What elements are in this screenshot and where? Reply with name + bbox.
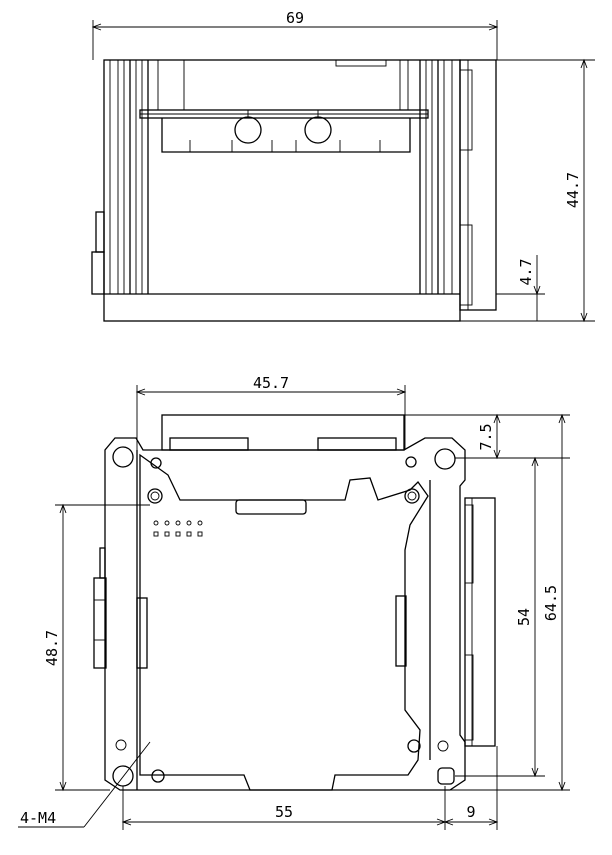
dimension-width-top: 69	[91, 9, 499, 60]
top-connector-band	[161, 414, 405, 451]
dimension-hole-spacing-vertical-label: 54	[515, 608, 533, 626]
corner-hole-top-left	[112, 446, 134, 468]
dimension-top-width-label: 45.7	[253, 374, 289, 392]
left-side-connector	[93, 547, 107, 669]
dimension-top-offset-label: 7.5	[477, 423, 495, 450]
top-view: 69	[91, 9, 595, 323]
dimension-right-offset-label: 9	[466, 803, 475, 821]
connector-circle-left	[234, 116, 262, 144]
dimension-left-height: 48.7	[43, 503, 150, 792]
dimension-height-top: 44.7	[460, 58, 595, 323]
top-view-body	[91, 59, 497, 322]
pcb-board	[136, 453, 429, 791]
dimension-top-width: 45.7	[135, 374, 407, 510]
dimension-hole-spacing-horizontal-label: 55	[275, 803, 293, 821]
dimension-height-top-label: 44.7	[564, 172, 582, 208]
bottom-view: 45.7	[18, 374, 570, 830]
corner-hole-top-right	[434, 448, 456, 470]
dimension-width-top-label: 69	[286, 9, 304, 27]
right-side-plate	[464, 497, 496, 747]
dimension-top-offset: 7.5	[404, 413, 570, 460]
hole-callout-label: 4-M4	[20, 809, 56, 827]
corner-hole-bottom-right	[437, 767, 455, 785]
led-dots	[153, 520, 203, 537]
dimension-base-top: 4.7	[496, 255, 545, 321]
connector-circle-right	[304, 116, 332, 144]
dimension-left-height-label: 48.7	[43, 630, 61, 666]
hole-callout: 4-M4	[18, 741, 151, 828]
dimension-overall-height-label: 64.5	[542, 585, 560, 621]
dimension-overall-height: 64.5	[450, 413, 570, 792]
dimension-base-top-label: 4.7	[517, 258, 535, 285]
dimension-hole-spacing-vertical: 54	[455, 456, 545, 778]
corner-hole-bottom-left	[112, 765, 134, 787]
dimension-hole-spacing-horizontal: 55 9	[121, 746, 499, 830]
